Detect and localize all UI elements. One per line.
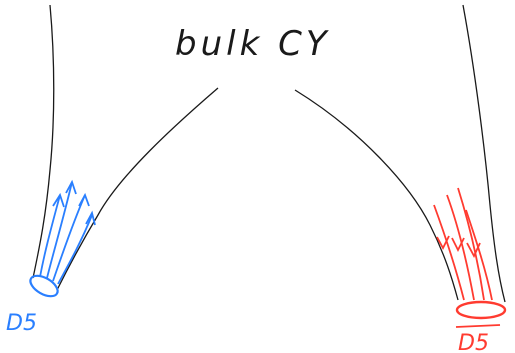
right-flux-line-3 [457, 187, 485, 301]
left-flux-arrow-1 [52, 192, 65, 208]
title-text: bulk CY [175, 24, 331, 64]
left-brane-ring [29, 274, 59, 298]
left-flux-line-2 [46, 181, 73, 279]
left-flux-arrow-3 [78, 192, 90, 207]
left-flux-arrow-2 [65, 179, 77, 195]
left-flux-line-1 [39, 194, 61, 278]
right-brane-ring [455, 300, 507, 320]
right-throat-outer-edge [462, 4, 506, 303]
left-brane-label: D5 [6, 311, 37, 336]
left-flux-line-4 [57, 214, 93, 285]
right-flux-line-1 [433, 204, 465, 301]
right-d5-brane [433, 187, 507, 320]
left-d5-brane [29, 179, 96, 298]
right-flux-line-2 [446, 194, 475, 301]
left-flux-arrow-4 [85, 210, 96, 226]
left-flux-line-3 [52, 194, 86, 282]
right-flux-line-4 [465, 209, 493, 301]
right-throat-inner-edge [294, 89, 459, 301]
right-brane-label: D5 [458, 331, 489, 353]
right-flux-arrow-1 [436, 235, 450, 250]
left-throat-outer-edge [32, 4, 55, 279]
left-throat-inner-edge [56, 87, 219, 291]
right-flux-arrow-2 [451, 237, 465, 253]
right-brane-label-bar [455, 324, 501, 328]
